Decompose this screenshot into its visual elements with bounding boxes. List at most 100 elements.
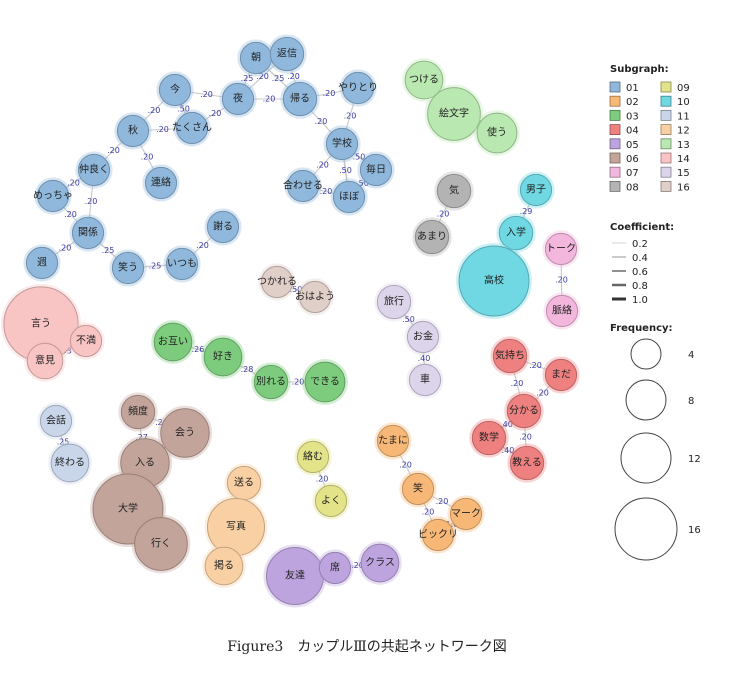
node-circle (120, 394, 156, 430)
node-halo (142, 164, 180, 202)
node-label: 週 (37, 257, 47, 269)
node-label: 絵文字 (439, 107, 469, 120)
node-circle (26, 342, 64, 380)
node-tomodachi: 友達 (263, 544, 327, 608)
node-label: たまに (378, 435, 408, 447)
node-circle (144, 166, 178, 200)
node-circle (116, 114, 150, 148)
node-circle (427, 87, 481, 141)
node-circle (296, 440, 330, 474)
node-fuman: 不満 (67, 322, 105, 360)
node-halo (267, 34, 307, 74)
node-talk: トーク (542, 230, 580, 268)
node-yaritori: やりとり (338, 69, 378, 107)
node-halo (419, 516, 457, 554)
node-suugaku: 数学 (469, 418, 509, 458)
node-circle (404, 60, 444, 100)
legend-swatch-05 (609, 138, 621, 150)
node-label: おはよう (295, 291, 335, 303)
edge-coefficient-label: .20 (529, 361, 542, 370)
node-aki: 秋 (114, 112, 152, 150)
legend-subgraph-label: 01 (626, 83, 639, 94)
node-halo (173, 109, 211, 147)
node-circle (25, 246, 59, 280)
node-halo (406, 361, 444, 399)
legend-subgraph-label: 12 (677, 126, 690, 137)
edge-coefficient-label: .40 (502, 446, 515, 455)
node-label: あまり (417, 231, 447, 243)
node-hindo: 頻度 (118, 392, 158, 432)
node-label: 不満 (76, 335, 96, 347)
node-halo (114, 112, 152, 150)
node-label: 入学 (506, 226, 526, 239)
node-shuu: 週 (23, 244, 61, 282)
node-halo (330, 178, 368, 216)
node-circle (253, 364, 289, 400)
node-label: まだ (551, 369, 571, 381)
edge-coefficient-label: .20 (156, 125, 169, 134)
edge-coefficient-label: .20 (287, 72, 300, 81)
node-label: 絡む (303, 450, 323, 463)
node-label: 数学 (479, 431, 499, 444)
node-label: 旅行 (384, 295, 404, 308)
edge-coefficient-label: .40 (500, 420, 513, 429)
node-circle (544, 232, 578, 266)
node-halo (202, 544, 246, 588)
edge-coefficient-label: .25 (149, 262, 162, 271)
legend-swatch-11 (660, 110, 672, 121)
legend-subgraph-label: 09 (677, 83, 690, 94)
node-circle (206, 210, 240, 244)
node-noseru: 掲る (202, 544, 246, 588)
legend-swatch-13 (660, 138, 672, 150)
node-circle (175, 111, 209, 145)
edge-coefficient-label: .20 (67, 179, 80, 188)
node-circle (39, 404, 73, 438)
node-label: 気 (449, 184, 459, 197)
node-ima: 今 (156, 71, 194, 109)
edge-coefficient-label: .20 (316, 475, 329, 484)
node-label: 笑 (413, 482, 423, 495)
node-halo (412, 217, 452, 257)
node-label: 返信 (277, 48, 297, 60)
node-circle (282, 81, 318, 117)
node-circle (414, 219, 450, 255)
edge-coefficient-label: .20 (64, 210, 77, 219)
edge-coefficient-label: .20 (196, 241, 209, 250)
node-circle (260, 265, 294, 299)
node-label: 送る (234, 476, 254, 489)
node-suki: 好き (201, 335, 245, 379)
node-label: 言う (31, 317, 51, 330)
node-halo (399, 470, 437, 508)
edge-coefficient-label: .20 (399, 461, 412, 470)
legend: Subgraph:0102030405060708091011121314151… (609, 64, 701, 561)
node-circle (509, 445, 545, 481)
node-awaseru: 合わせる (283, 167, 323, 205)
node-class: クラス (358, 541, 402, 585)
node-circle (36, 179, 70, 213)
node-mada: まだ (542, 356, 580, 394)
node-halo (37, 402, 75, 440)
legend-frequency-circle (614, 497, 678, 561)
node-otagai: お互い (151, 320, 195, 364)
node-label: めっちゃ (33, 190, 73, 202)
node-label: 頻度 (128, 405, 148, 418)
node-halo (251, 362, 291, 402)
node-label: 謝る (213, 220, 233, 233)
legend-subgraph-label: 08 (626, 182, 639, 193)
node-iken: 意見 (24, 340, 66, 382)
node-bikkuri: ビックリ (418, 516, 458, 554)
node-label: 分かる (509, 405, 539, 417)
node-label: 毎日 (366, 163, 386, 176)
node-halo (404, 318, 442, 356)
edge-coefficient-label: .20 (263, 95, 276, 104)
node-label: 合わせる (283, 179, 323, 192)
node-label: 男子 (526, 184, 546, 196)
node-circle (519, 173, 553, 207)
node-takusan: たくさん (172, 109, 212, 147)
node-halo (490, 336, 530, 376)
node-circle (203, 337, 243, 377)
node-circle (71, 216, 105, 250)
node-nyuugaku: 入学 (496, 213, 536, 253)
node-circle (545, 294, 579, 328)
node-halo (496, 213, 536, 253)
